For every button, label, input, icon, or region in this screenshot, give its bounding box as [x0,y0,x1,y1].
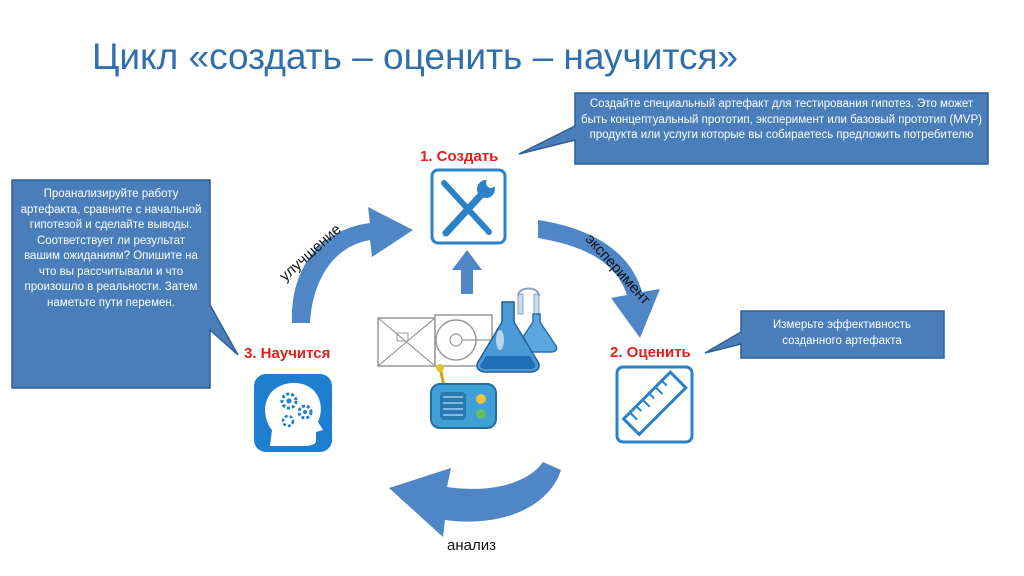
ruler-icon [615,365,694,444]
step-label-learn: 3. Научится [244,345,331,362]
callout-evaluate-box [704,310,945,359]
arrow-experiment-icon [538,220,660,338]
radio-icon [430,364,497,429]
arrow-improvement-icon [291,207,413,323]
label-analysis: анализ [447,537,496,554]
callout-create-box [518,92,989,165]
head-gears-icon [254,374,332,452]
wrench-screwdriver-icon [430,168,507,245]
step-label-evaluate: 2. Оценить [610,344,691,361]
arrow-analysis-icon [389,462,561,537]
lab-flasks-icon [476,287,558,373]
slide-title: Цикл «создать – оценить – научится» [92,36,739,77]
up-arrow-icon [452,250,482,294]
callout-evaluate-text: Измерьте эффективность созданного артефа… [773,319,911,347]
step-label-create: 1. Создать [420,148,499,165]
callout-create-text: Создайте специальный артефакт для тестир… [581,98,982,141]
callout-learn-box [11,179,239,389]
callout-learn-text: Проанализируйте работу артефакта, сравни… [20,188,202,309]
envelope-icon [377,317,436,367]
